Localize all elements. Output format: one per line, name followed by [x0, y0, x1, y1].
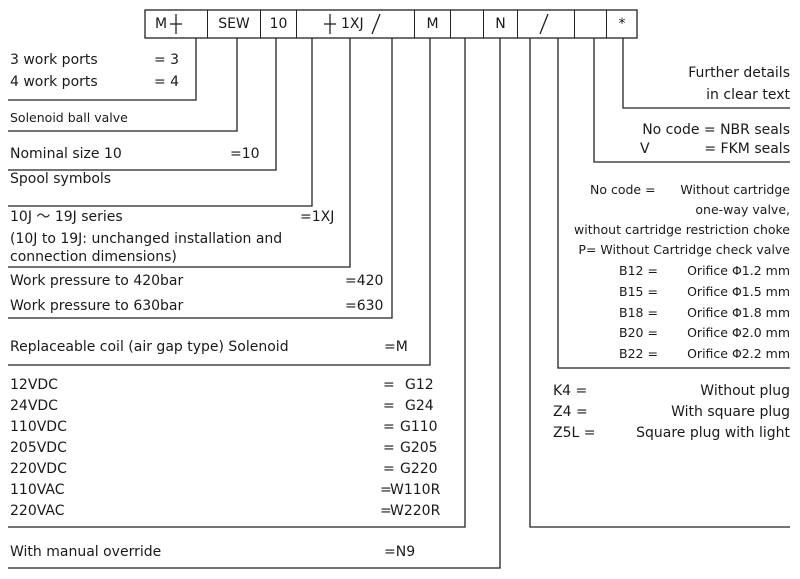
- voltage-code: G12: [405, 377, 434, 393]
- separator-mark: [539, 13, 549, 35]
- leader-voltage: [8, 38, 466, 528]
- orifice-code: B22 =: [619, 346, 658, 361]
- voltage-code: G205: [400, 440, 438, 456]
- orifice-desc: Orifice Φ1.2 mm: [687, 263, 790, 278]
- cartridge-restriction: without cartridge restriction choke: [574, 222, 790, 237]
- manual-override-label: With manual override: [10, 544, 162, 560]
- leader-solenoid-valve: [8, 38, 238, 132]
- orifice-desc: Orifice Φ1.5 mm: [687, 284, 790, 299]
- orifice-desc: Orifice Φ1.8 mm: [687, 305, 790, 320]
- leader-nominal-size: [8, 38, 277, 171]
- code-box-voltage: [450, 10, 483, 38]
- orifice-desc: Orifice Φ2.0 mm: [687, 325, 790, 340]
- voltage-label: 220VDC: [10, 461, 67, 477]
- code-box-size: 10: [260, 10, 296, 38]
- leader-further: [622, 38, 790, 109]
- solenoid-ball-valve-label: Solenoid ball valve: [10, 110, 128, 125]
- voltage-eq: =: [383, 419, 395, 435]
- leader-plug: [529, 38, 790, 528]
- series-note-line1: (10J to 19J: unchanged installation and: [10, 231, 283, 247]
- pressure-420-label: Work pressure to 420bar: [10, 273, 184, 289]
- series-label: 10J ～ 19J series: [10, 209, 123, 225]
- voltage-code: G110: [400, 419, 438, 435]
- orifice-code: B12 =: [619, 263, 658, 278]
- voltage-eq: =: [380, 503, 392, 519]
- leader-work-ports: [8, 38, 197, 101]
- code-box-coil: M: [414, 10, 450, 38]
- coil-label: Replaceable coil (air gap type) Solenoid: [10, 339, 289, 355]
- plug-desc: Without plug: [700, 383, 790, 399]
- series-note-line2: connection dimensions): [10, 249, 177, 265]
- further-details-line1: Further details: [688, 65, 790, 81]
- voltage-label: 24VDC: [10, 398, 58, 414]
- voltage-eq: =: [383, 377, 395, 393]
- further-details-line2: in clear text: [706, 87, 790, 103]
- voltage-code: W220R: [390, 503, 441, 519]
- plug-code: Z5L =: [553, 425, 596, 441]
- separator-mark: [371, 13, 381, 35]
- seal-fkm: = FKM seals: [704, 141, 790, 157]
- pressure-630-value: =630: [345, 298, 384, 314]
- voltage-eq: =: [383, 398, 395, 414]
- leader-manual-override: [8, 38, 501, 569]
- code-box-series: 1XJ: [296, 10, 414, 38]
- voltage-code: W110R: [390, 482, 441, 498]
- nominal-size-label: Nominal size 10: [10, 146, 122, 162]
- plug-code: K4 =: [553, 383, 588, 399]
- nominal-size-value: =10: [230, 146, 260, 162]
- cartridge-oneway: one-way valve,: [695, 202, 790, 217]
- leader-spool: [8, 38, 351, 268]
- voltage-label: 12VDC: [10, 377, 58, 393]
- voltage-label: 205VDC: [10, 440, 67, 456]
- voltage-label: 220VAC: [10, 503, 65, 519]
- leader-seals: [593, 38, 790, 163]
- leader-coil: [8, 38, 431, 366]
- plug-desc: Square plug with light: [636, 425, 790, 441]
- seal-nbr: No code = NBR seals: [642, 122, 790, 138]
- code-box-ports: M: [155, 16, 168, 32]
- spool-symbols-label: Spool symbols: [10, 171, 112, 187]
- manual-override-value: =N9: [384, 544, 416, 560]
- code-header-frame: [144, 9, 638, 39]
- leader-cartridge: [557, 38, 790, 369]
- work-ports-4-value: = 4: [154, 74, 180, 90]
- seal-v-code: V: [640, 141, 650, 157]
- coil-value: =M: [384, 339, 408, 355]
- code-box-details: *: [606, 10, 637, 38]
- cartridge-without: Without cartridge: [680, 182, 790, 197]
- work-ports-3-label: 3 work ports: [10, 52, 98, 68]
- work-ports-4-label: 4 work ports: [10, 74, 98, 90]
- pressure-630-label: Work pressure to 630bar: [10, 298, 184, 314]
- orifice-code: B20 =: [619, 325, 658, 340]
- pressure-420-value: =420: [345, 273, 384, 289]
- orifice-code: B15 =: [619, 284, 658, 299]
- code-box-cartridge: [517, 10, 574, 38]
- code-box-override: N: [483, 10, 517, 38]
- voltage-label: 110VAC: [10, 482, 65, 498]
- orifice-code: B18 =: [619, 305, 658, 320]
- code-box-sew: SEW: [207, 10, 260, 38]
- work-ports-3-value: = 3: [154, 52, 180, 68]
- voltage-code: G220: [400, 461, 438, 477]
- orifice-desc: Orifice Φ2.2 mm: [687, 346, 790, 361]
- voltage-eq: =: [383, 440, 395, 456]
- cartridge-nocode: No code =: [590, 182, 656, 197]
- voltage-code: G24: [405, 398, 434, 414]
- plug-desc: With square plug: [671, 404, 790, 420]
- voltage-eq: =: [380, 482, 392, 498]
- leader-series: [8, 38, 313, 207]
- series-value: =1XJ: [300, 209, 335, 225]
- voltage-eq: =: [383, 461, 395, 477]
- code-box-seals: [574, 10, 606, 38]
- voltage-label: 110VDC: [10, 419, 67, 435]
- plug-code: Z4 =: [553, 404, 588, 420]
- cartridge-check-valve: P= Without Cartridge check valve: [578, 242, 790, 257]
- leader-pressure: [8, 38, 393, 319]
